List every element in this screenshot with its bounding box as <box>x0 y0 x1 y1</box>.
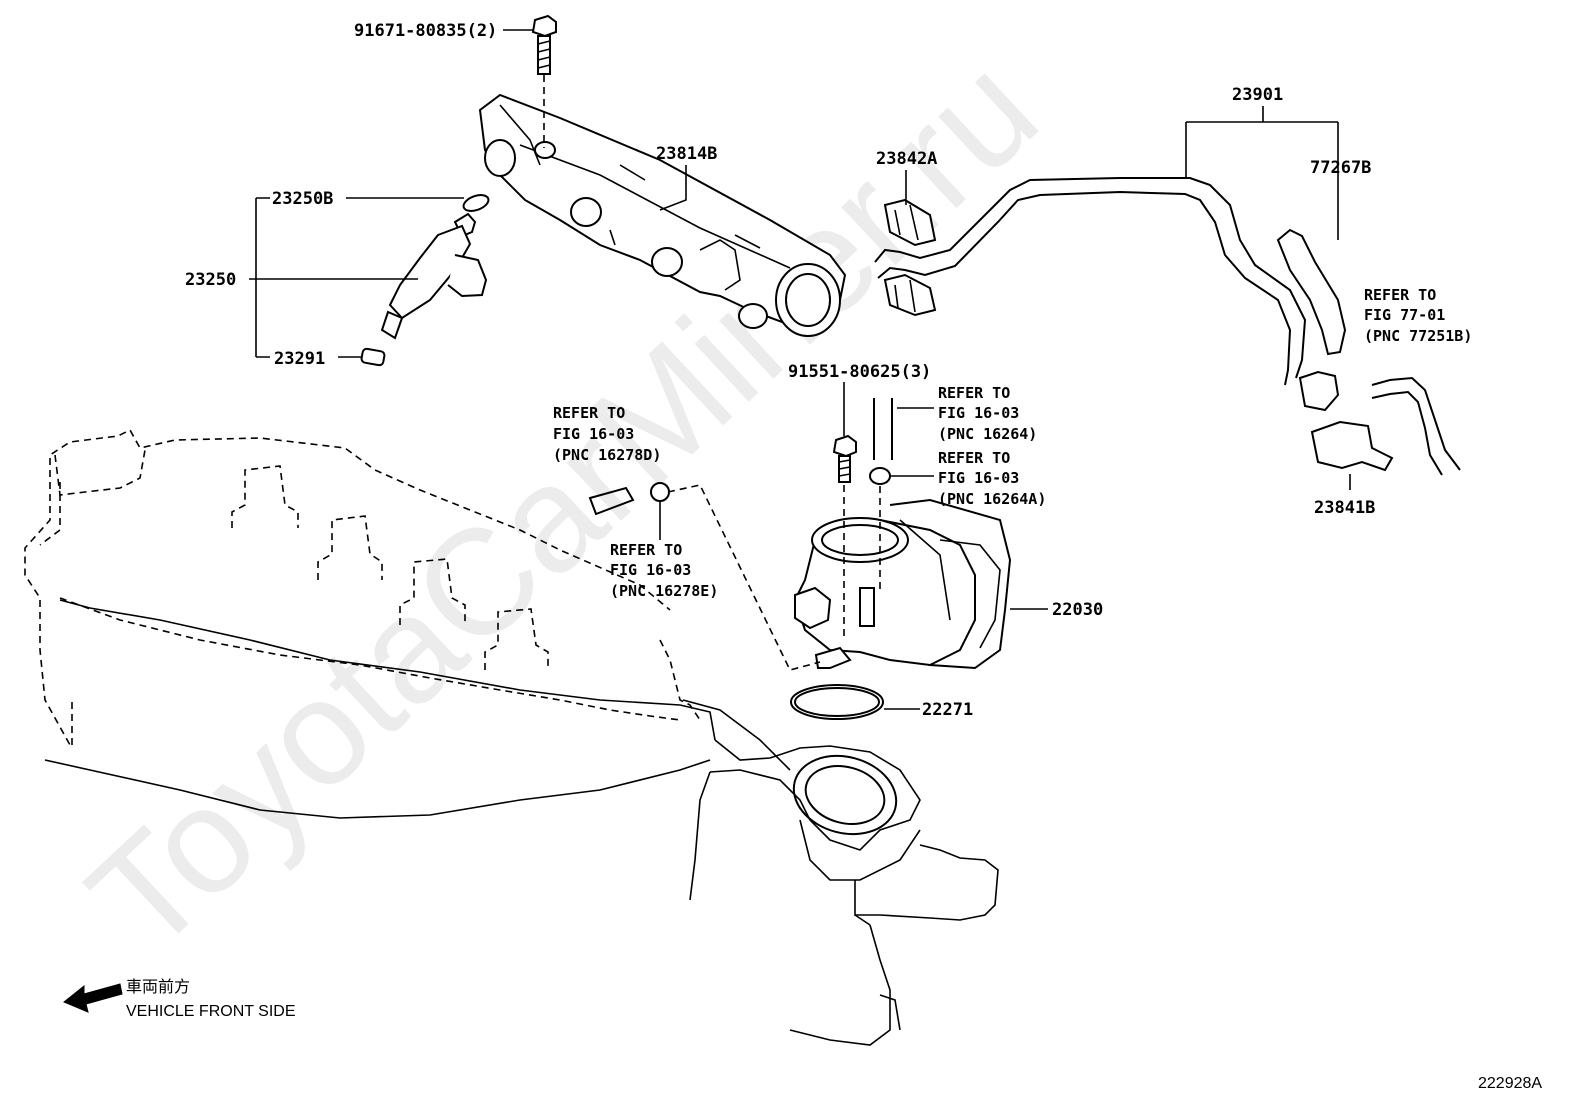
figure-code: 222928A <box>1478 1075 1542 1092</box>
throttle-body <box>793 498 1012 670</box>
hoses-throttle <box>588 398 893 671</box>
label-77267b: 77267B <box>1310 158 1371 178</box>
svg-text:REFER TO: REFER TO <box>938 449 1010 467</box>
svg-text:(PNC 16278D): (PNC 16278D) <box>553 446 661 464</box>
svg-text:FIG 77-01: FIG 77-01 <box>1364 306 1445 324</box>
ref-note-16278e: REFER TO FIG 16-03 (PNC 16278E) <box>610 541 718 600</box>
label-23250: 23250 <box>185 270 236 290</box>
svg-text:(PNC 16278E): (PNC 16278E) <box>610 582 718 600</box>
ref-note-16264: REFER TO FIG 16-03 (PNC 16264) <box>938 384 1037 443</box>
bolt-91551 <box>832 434 857 640</box>
label-23901: 23901 <box>1232 85 1283 105</box>
label-91551-80625: 91551-80625(3) <box>788 362 931 382</box>
direction-label-jp: 車両前方 <box>126 978 190 996</box>
svg-text:FIG 16-03: FIG 16-03 <box>553 425 634 443</box>
svg-text:FIG 16-03: FIG 16-03 <box>610 561 691 579</box>
direction-label-en: VEHICLE FRONT SIDE <box>126 1003 296 1020</box>
ref-note-16278d: REFER TO FIG 16-03 (PNC 16278D) <box>553 404 661 464</box>
label-91671-80835: 91671-80835(2) <box>354 21 497 41</box>
svg-text:REFER TO: REFER TO <box>1364 286 1436 304</box>
svg-text:REFER TO: REFER TO <box>938 384 1010 402</box>
intake-manifold <box>44 599 999 1046</box>
svg-text:FIG 16-03: FIG 16-03 <box>938 404 1019 422</box>
clip-and-pipe <box>874 177 1461 476</box>
ref-note-16264a: REFER TO FIG 16-03 (PNC 16264A) <box>938 449 1046 508</box>
bolt-91671 <box>531 14 557 148</box>
fuel-rail <box>478 93 847 337</box>
gasket <box>790 684 884 720</box>
leader-lines <box>249 29 1351 710</box>
svg-text:(PNC 77251B): (PNC 77251B) <box>1364 327 1472 345</box>
svg-text:REFER TO: REFER TO <box>610 541 682 559</box>
label-23842a: 23842A <box>876 149 937 169</box>
vehicle-front-arrow: 車両前方 VEHICLE FRONT SIDE <box>63 978 296 1020</box>
svg-text:FIG 16-03: FIG 16-03 <box>938 469 1019 487</box>
label-23250b: 23250B <box>272 189 333 209</box>
arrow-left-icon <box>63 983 123 1013</box>
engine-block-outline <box>24 428 701 746</box>
svg-text:REFER TO: REFER TO <box>553 404 625 422</box>
label-22030: 22030 <box>1052 600 1103 620</box>
svg-text:(PNC 16264A): (PNC 16264A) <box>938 490 1046 508</box>
label-23291: 23291 <box>274 349 325 369</box>
label-23814b: 23814B <box>656 144 717 164</box>
ref-note-77251b: REFER TO FIG 77-01 (PNC 77251B) <box>1364 286 1472 345</box>
injector <box>360 194 490 367</box>
label-23841b: 23841B <box>1314 498 1375 518</box>
label-22271: 22271 <box>922 700 973 720</box>
svg-text:(PNC 16264): (PNC 16264) <box>938 425 1037 443</box>
